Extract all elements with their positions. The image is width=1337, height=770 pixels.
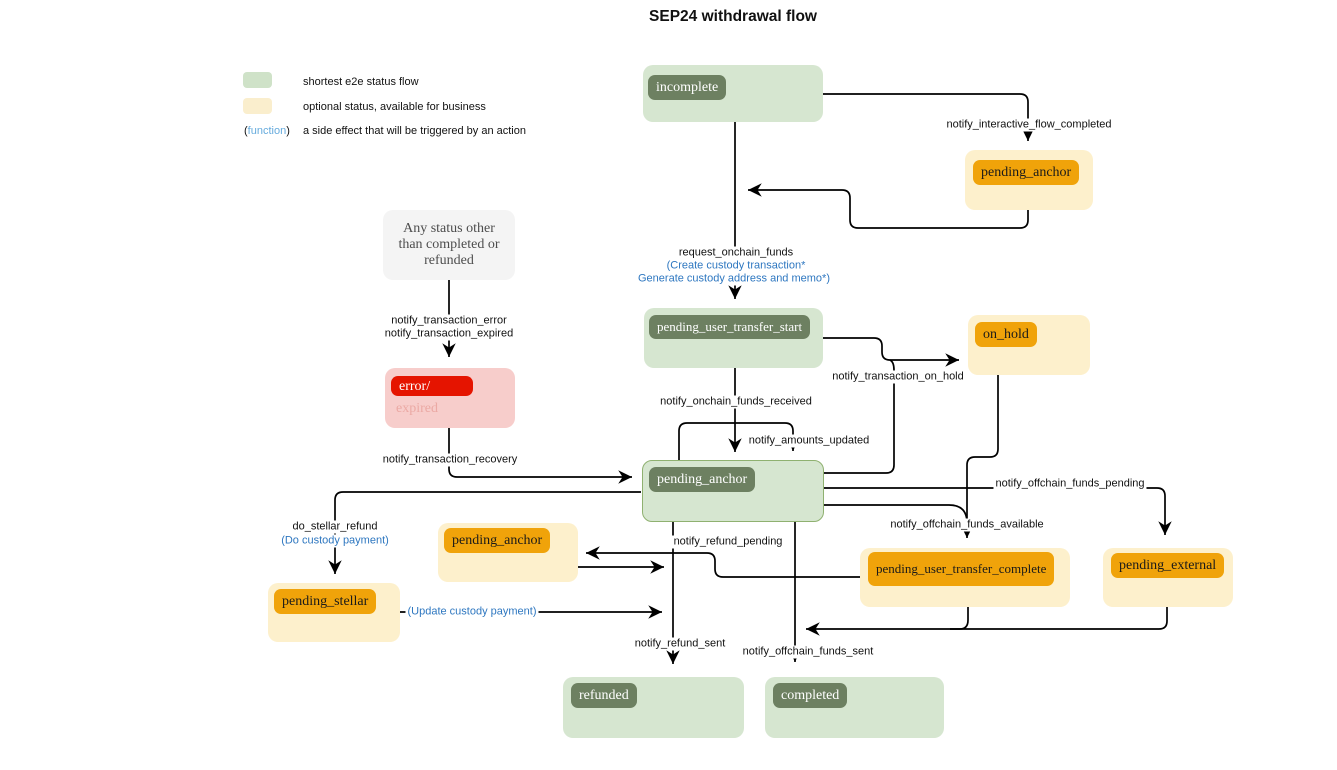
edge-do-stellar-refund: [328, 491, 641, 574]
edge-label-notify-amounts-updated: notify_amounts_updated: [746, 434, 872, 448]
edge-incomplete-to-pending-anchor-top: [823, 93, 1035, 141]
node-pending-stellar-label: pending_stellar: [274, 589, 377, 615]
node-pending-user-transfer-start-label: pending_user_transfer_start: [649, 315, 811, 340]
edge-label-notify-transaction-error: notify_transaction_error: [389, 314, 509, 328]
node-error-expired: error/ expired: [385, 368, 515, 428]
legend-function-label: a side effect that will be triggered by …: [303, 125, 526, 137]
edge-label-request-onchain-funds: request_onchain_funds: [676, 246, 796, 260]
legend-cream-swatch: [243, 98, 272, 114]
node-pending-anchor-center: pending_anchor: [642, 460, 824, 522]
any-status-line3: refunded: [424, 253, 474, 269]
node-refunded: refunded: [563, 677, 744, 738]
node-pending-user-transfer-complete-label: pending_user_transfer_complete: [868, 552, 1055, 587]
page-title: SEP24 withdrawal flow: [649, 8, 817, 25]
edge-label-notify-transaction-on-hold: notify_transaction_on_hold: [830, 370, 966, 384]
edge-offchain-funds-pending: [822, 487, 1172, 535]
node-completed: completed: [765, 677, 944, 738]
node-any-status-text: Any status other than completed or refun…: [383, 221, 515, 270]
edge-label-generate-custody-address: Generate custody address and memo*): [636, 272, 832, 286]
node-pending-anchor-center-label: pending_anchor: [649, 467, 756, 493]
legend-green-swatch: [243, 72, 272, 88]
edge-on-hold-to-pending-anchor-center: [823, 359, 895, 474]
edge-label-notify-interactive-flow-completed: notify_interactive_flow_completed: [944, 118, 1114, 132]
edge-label-notify-transaction-recovery: notify_transaction_recovery: [380, 453, 520, 467]
edge-label-notify-onchain-funds-received: notify_onchain_funds_received: [658, 395, 814, 409]
node-expired-label: expired: [396, 401, 438, 416]
legend-function-token: (function): [244, 125, 290, 137]
edge-puts-to-on-hold: [822, 337, 959, 367]
node-pending-external-label: pending_external: [1111, 553, 1225, 579]
node-pending-user-transfer-start: pending_user_transfer_start: [644, 308, 823, 368]
edge-pending-anchor-top-return: [748, 183, 1029, 229]
any-status-line1: Any status other: [403, 221, 495, 236]
edge-label-notify-transaction-expired: notify_transaction_expired: [382, 327, 516, 341]
node-pending-user-transfer-complete: pending_user_transfer_complete: [860, 548, 1070, 607]
node-on-hold: on_hold: [968, 315, 1090, 375]
node-pending-anchor-top: pending_anchor: [965, 150, 1093, 210]
edge-label-do-custody-payment: (Do custody payment): [279, 534, 391, 548]
node-pending-anchor-top-label: pending_anchor: [973, 160, 1080, 186]
edge-pending-external-bottom: [806, 607, 1168, 636]
node-on-hold-label: on_hold: [975, 322, 1037, 348]
edge-label-notify-refund-sent: notify_refund_sent: [632, 637, 728, 651]
legend-fn-close: ): [286, 125, 290, 137]
legend-fn-open: (: [244, 125, 248, 137]
node-refunded-label: refunded: [571, 683, 637, 709]
node-incomplete-label: incomplete: [648, 75, 727, 101]
node-any-status: Any status other than completed or refun…: [383, 210, 515, 280]
edge-label-notify-offchain-funds-sent: notify_offchain_funds_sent: [740, 645, 876, 659]
edge-label-notify-offchain-funds-pending: notify_offchain_funds_pending: [993, 477, 1147, 491]
edge-pending-anchor-self-loop: [678, 422, 800, 460]
legend-green-label: shortest e2e status flow: [303, 76, 419, 88]
legend-fn-word: function: [247, 125, 287, 137]
node-pending-external: pending_external: [1103, 548, 1233, 607]
node-pending-anchor-left: pending_anchor: [438, 523, 578, 582]
legend-cream-label: optional status, available for business: [303, 101, 486, 113]
edge-putc-to-pending-anchor-left: [586, 546, 860, 578]
edge-label-update-custody-payment: (Update custody payment): [405, 605, 539, 619]
edge-label-notify-offchain-funds-available: notify_offchain_funds_available: [888, 518, 1046, 532]
node-pending-stellar: pending_stellar: [268, 583, 400, 642]
edge-label-do-stellar-refund: do_stellar_refund: [290, 520, 380, 534]
edge-error-to-pending-anchor-recovery: [448, 428, 632, 484]
node-completed-label: completed: [773, 683, 848, 709]
any-status-line2: than completed or: [398, 237, 500, 253]
edge-on-hold-to-putc: [960, 374, 999, 538]
edge-putc-bottom: [950, 607, 969, 630]
node-incomplete: incomplete: [643, 65, 823, 122]
edge-label-notify-refund-pending: notify_refund_pending: [671, 535, 785, 549]
node-pending-anchor-left-label: pending_anchor: [444, 528, 551, 554]
node-error-label: error/: [391, 376, 473, 397]
edge-label-create-custody-transaction: (Create custody transaction*: [664, 259, 808, 273]
